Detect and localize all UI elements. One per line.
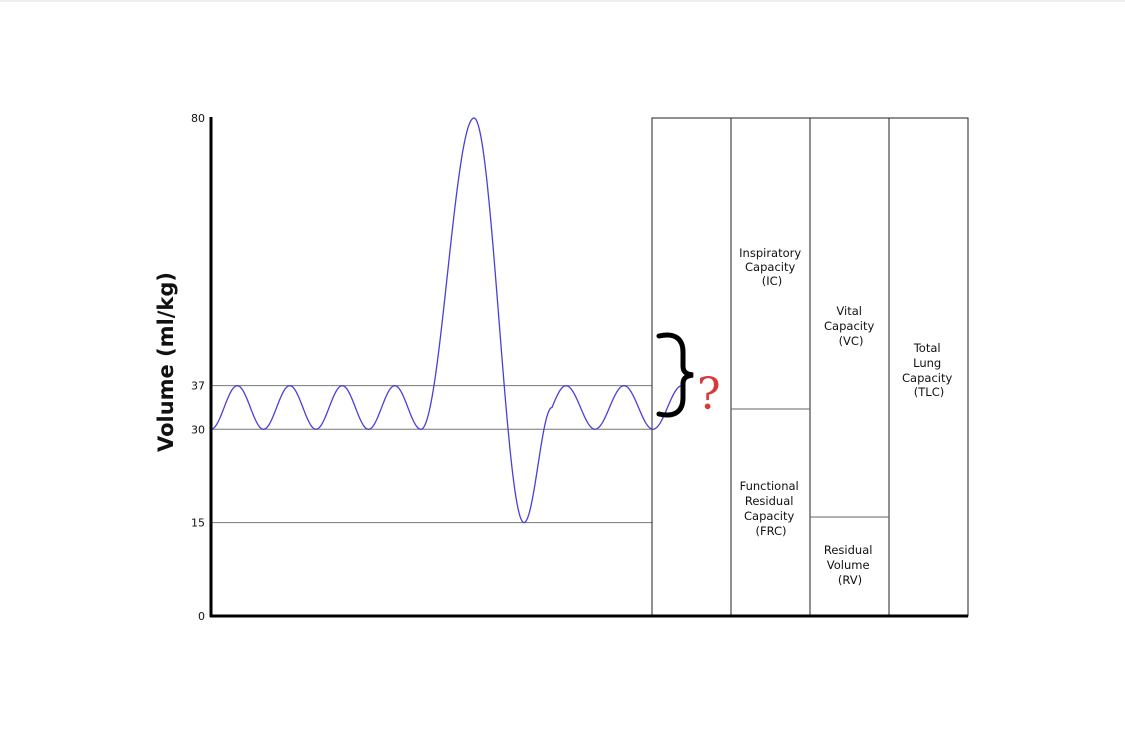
top-border bbox=[0, 0, 1125, 2]
question-mark: ? bbox=[697, 369, 721, 420]
y-axis-label: Volume (ml/kg) bbox=[154, 272, 178, 452]
y-tick-label: 37 bbox=[191, 380, 205, 393]
y-tick-label: 80 bbox=[191, 112, 205, 125]
breathing-trace bbox=[210, 117, 683, 524]
label-total-lung-capacity: Total Lung Capacity (TLC) bbox=[902, 341, 956, 399]
y-tick-label: 15 bbox=[191, 517, 205, 530]
reference-lines bbox=[211, 385, 652, 524]
label-vital-capacity: Vital Capacity (VC) bbox=[824, 304, 878, 348]
curly-bracket-icon bbox=[656, 332, 694, 418]
label-inspiratory-capacity: Inspiratory Capacity (IC) bbox=[739, 246, 805, 288]
y-tick-labels: 0 15 30 37 80 bbox=[191, 112, 205, 623]
label-residual-volume: Residual Volume (RV) bbox=[824, 543, 876, 587]
y-tick-label: 30 bbox=[191, 423, 205, 436]
label-functional-residual-capacity: Functional Residual Capacity (FRC) bbox=[740, 479, 803, 538]
y-tick-label: 0 bbox=[198, 610, 205, 623]
